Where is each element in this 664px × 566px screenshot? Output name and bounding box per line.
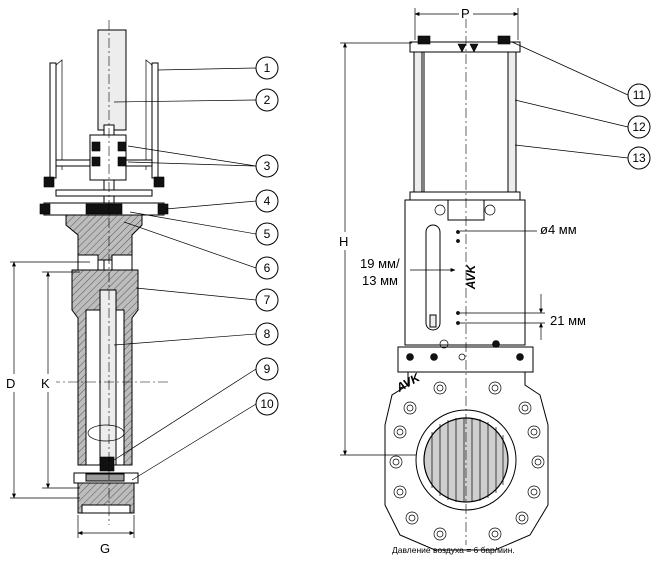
body-top-section [65, 214, 143, 261]
callout-12 [627, 115, 651, 139]
svg-text:2: 2 [264, 93, 271, 107]
callout-2 [255, 88, 279, 112]
left-callouts: 1 2 3 4 5 6 7 8 9 10 [113, 56, 279, 481]
cylinder-bottom-plate [409, 191, 521, 201]
tie-rod-right [507, 51, 517, 195]
dimension-D: D [6, 376, 15, 391]
svg-text:10: 10 [260, 397, 274, 411]
flange-nuts [406, 339, 524, 361]
callout-6 [255, 256, 279, 280]
dimension-gap: 21 мм [550, 313, 586, 328]
piston-rod-sleeve [97, 29, 127, 131]
svg-text:3: 3 [264, 159, 271, 173]
svg-text:8: 8 [264, 327, 271, 341]
dimension-hole: ø4 мм [540, 222, 577, 237]
dimension-stroke-line2: 13 мм [362, 273, 398, 288]
svg-text:1: 1 [264, 61, 271, 75]
air-pressure-note: Давление воздуха = 6 бар/мин. [392, 545, 515, 555]
callout-8 [255, 322, 279, 346]
right-dimensions: P H 19 мм/ 13 мм ø4 мм 21 мм [337, 5, 586, 456]
bracket-left-upright [49, 62, 57, 179]
tie-rod-left [413, 51, 423, 195]
gate-centre-mark [87, 424, 125, 442]
dimension-K: K [41, 376, 50, 391]
svg-text:12: 12 [632, 120, 646, 134]
callout-1 [255, 56, 279, 80]
right-callouts: 11 12 13 [511, 41, 651, 170]
svg-text:7: 7 [264, 293, 271, 307]
body-top-flange [397, 346, 534, 373]
bracket-right-upright [151, 62, 159, 179]
gate-stripes [431, 418, 504, 502]
flange-bolt-holes [389, 381, 545, 541]
callout-4 [255, 189, 279, 213]
side-section-view [39, 20, 170, 525]
body-lug-left [77, 254, 99, 271]
front-view: AVK AVK [384, 18, 549, 551]
body-lug-right [111, 254, 133, 271]
svg-text:11: 11 [633, 88, 646, 102]
svg-text:9: 9 [264, 362, 271, 376]
dimension-P: P [461, 6, 470, 21]
coupling-plate-bottom [55, 189, 153, 197]
svg-text:6: 6 [264, 261, 271, 275]
dimension-G: G [100, 541, 110, 556]
callout-7 [255, 288, 279, 312]
callout-5 [255, 222, 279, 246]
yoke-housing [404, 199, 526, 346]
svg-text:13: 13 [632, 151, 646, 165]
position-indicator-slot [425, 224, 441, 331]
gate-slot [99, 289, 117, 466]
housing-logo: AVK [464, 263, 478, 290]
dimension-stroke-line1: 19 мм/ [360, 256, 400, 271]
dimension-H: H [339, 234, 348, 249]
packing-seal [85, 203, 123, 215]
callout-9 [255, 357, 279, 381]
callout-10 [255, 392, 279, 416]
callout-3 [255, 154, 279, 178]
svg-text:5: 5 [264, 227, 271, 241]
svg-text:4: 4 [264, 194, 271, 208]
callout-13 [627, 146, 651, 170]
left-dimensions: D K G [4, 261, 135, 556]
callout-11 [627, 83, 651, 107]
